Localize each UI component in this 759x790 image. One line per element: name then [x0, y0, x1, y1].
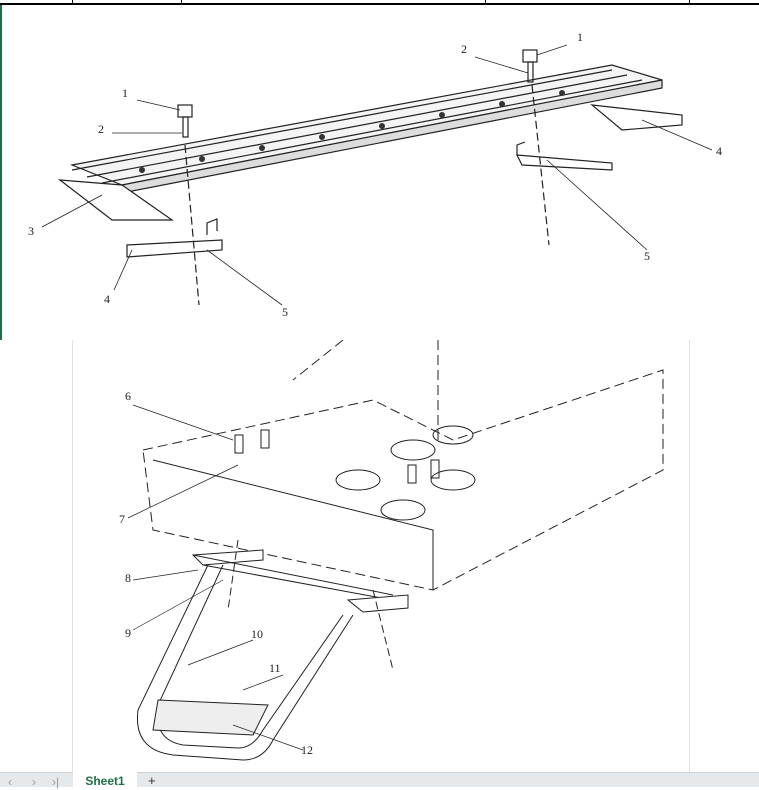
callout-label: 7: [119, 512, 125, 526]
column-divider: [485, 0, 486, 5]
callout-label: 1: [122, 86, 128, 100]
callout-label: 9: [125, 626, 131, 640]
step-bracket-drawing[interactable]: 6 7 8 9 10 11 12: [73, 340, 689, 772]
spreadsheet-grid[interactable]: 1 2 1 2 3 4 4 5 5: [0, 0, 759, 772]
callout-label: 4: [104, 292, 110, 306]
column-divider: [181, 0, 182, 5]
callout-label: 8: [125, 571, 131, 585]
column-divider: [72, 0, 73, 5]
sheet-tab-bar: ‹ › ›| Sheet1 +: [0, 772, 759, 789]
next-sheet-button[interactable]: ›: [32, 775, 36, 789]
callout-label: 1: [577, 30, 583, 44]
column-divider: [689, 0, 690, 5]
callout-label: 12: [301, 743, 313, 757]
prev-sheet-button[interactable]: ‹: [8, 775, 12, 789]
cell-border: [0, 3, 759, 5]
callout-label: 10: [251, 627, 263, 641]
selection-border: [0, 5, 2, 340]
last-sheet-button[interactable]: ›|: [52, 775, 60, 789]
callout-label: 4: [716, 144, 722, 158]
rail-assembly-drawing[interactable]: 1 2 1 2 3 4 4 5 5: [2, 5, 759, 340]
callout-label: 2: [461, 42, 467, 56]
callout-label: 2: [98, 122, 104, 136]
callout-label: 6: [125, 389, 131, 403]
callout-label: 3: [28, 224, 34, 238]
gridline: [689, 340, 690, 772]
tab-sheet1[interactable]: Sheet1: [73, 772, 137, 788]
gridline: [72, 340, 73, 772]
callout-label: 5: [282, 305, 288, 319]
callout-label: 5: [644, 249, 650, 263]
callout-label: 11: [269, 661, 281, 675]
add-sheet-button[interactable]: +: [148, 773, 156, 788]
